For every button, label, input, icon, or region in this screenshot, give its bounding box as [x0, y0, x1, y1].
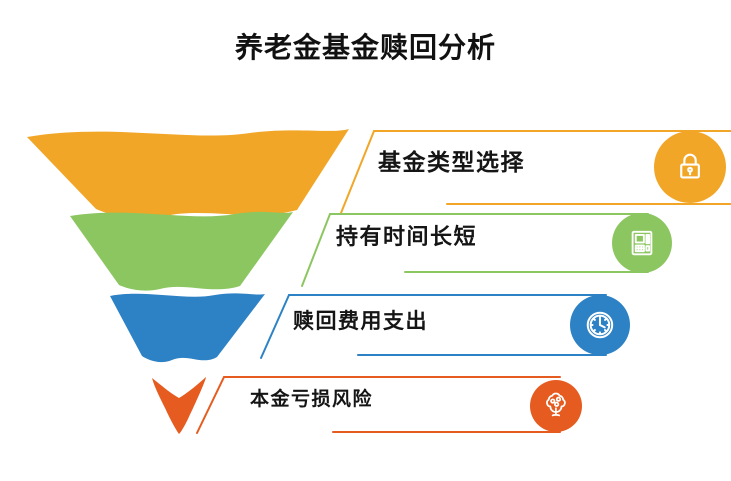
- slash-line: [196, 376, 225, 434]
- funnel-segment-3: [110, 293, 265, 363]
- step-label-holding-time: 持有时间长短: [336, 224, 478, 249]
- lock-icon: [680, 153, 700, 179]
- step-label-principal-loss: 本金亏损风险: [250, 389, 374, 410]
- step-label-redemption-fee: 赎回费用支出: [293, 310, 428, 333]
- clock-icon: [586, 311, 614, 339]
- funnel-segment-1: [27, 129, 349, 219]
- step-label-fund-type: 基金类型选择: [378, 149, 525, 175]
- funnel-segment-4: [152, 377, 206, 434]
- banner-lines-1: [340, 130, 731, 214]
- slash-line: [260, 294, 290, 359]
- slash-line: [301, 213, 331, 287]
- atm-machine-icon: [631, 230, 653, 256]
- banner-lines-3: [260, 294, 607, 359]
- banner-lines-2: [301, 213, 649, 287]
- banner-lines-4: [196, 376, 561, 434]
- page-title: 养老金基金赎回分析: [234, 32, 496, 63]
- funnel-segment-2: [70, 211, 293, 291]
- money-tree-icon: [546, 392, 566, 417]
- slash-line: [340, 130, 375, 214]
